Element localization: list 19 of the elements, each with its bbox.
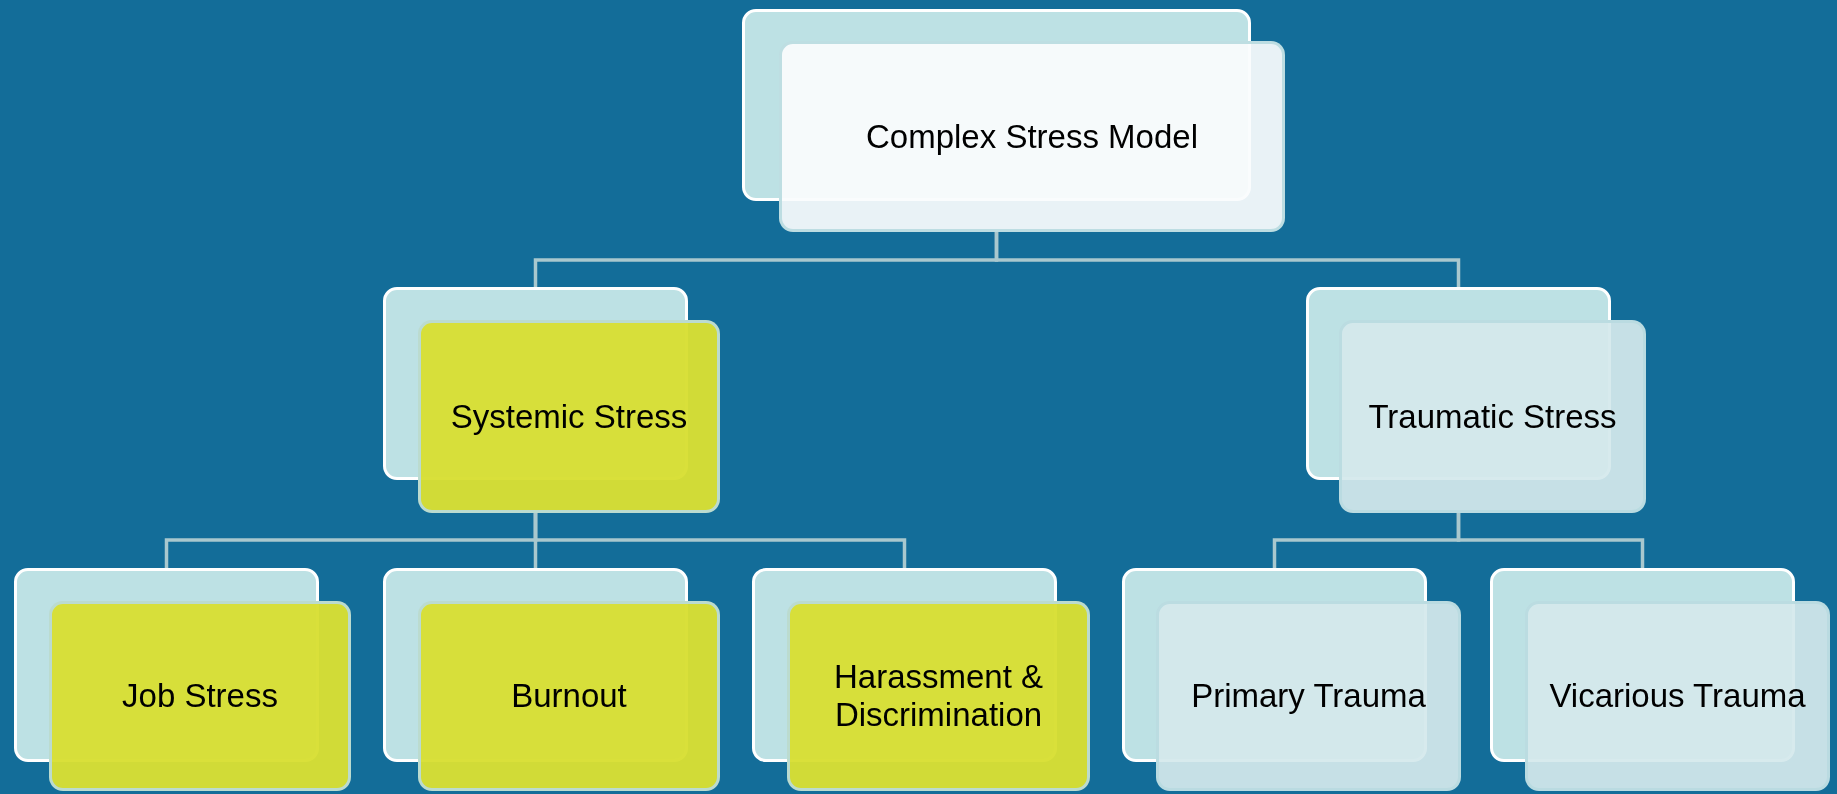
- connector-line: [994, 232, 1461, 287]
- connector-line: [533, 513, 907, 568]
- hierarchy-box: [779, 41, 1285, 232]
- hierarchy-box: [1156, 601, 1461, 791]
- box-label: Systemic Stress: [449, 397, 689, 436]
- hierarchy-box: [1525, 601, 1830, 791]
- hierarchy-box: [49, 601, 351, 791]
- hierarchy-box: [418, 320, 720, 513]
- hierarchy-box: [418, 601, 720, 791]
- box-label: Harassment & Discrimination: [832, 658, 1045, 734]
- box-label: Vicarious Trauma: [1548, 677, 1807, 715]
- connector-line: [1456, 513, 1645, 568]
- hierarchy-box: [787, 601, 1090, 791]
- hierarchy-box: [1339, 320, 1646, 513]
- box-label: Complex Stress Model: [865, 117, 1199, 156]
- box-label: Primary Trauma: [1190, 677, 1427, 715]
- box-label: Burnout: [510, 677, 628, 715]
- box-label: Job Stress: [121, 677, 279, 715]
- box-label: Traumatic Stress: [1367, 397, 1618, 436]
